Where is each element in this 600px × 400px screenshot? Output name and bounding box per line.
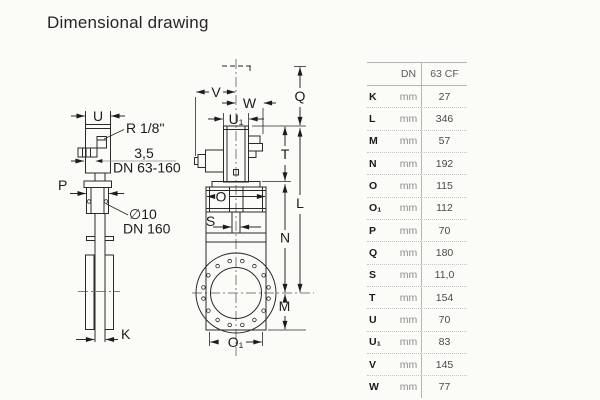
dim-label: O₁ bbox=[369, 202, 382, 215]
dim-unit: mm bbox=[399, 224, 418, 237]
label-v: V bbox=[211, 84, 221, 100]
dim-value: 70 bbox=[421, 220, 467, 242]
side-bonnet bbox=[86, 187, 109, 214]
label-r-port: R 1/8" bbox=[126, 120, 164, 136]
dim-value: 77 bbox=[421, 376, 467, 398]
dim-label: V bbox=[369, 358, 377, 371]
side-body-column bbox=[78, 213, 120, 342]
dim-unit: mm bbox=[399, 157, 418, 170]
dim-unit: mm bbox=[399, 381, 418, 394]
dim-label: N bbox=[369, 157, 377, 170]
label-k: K bbox=[121, 326, 131, 342]
table-header-row: DN 63 CF bbox=[367, 63, 467, 86]
dim-unit: mm bbox=[399, 180, 418, 193]
label-q: Q bbox=[295, 88, 306, 104]
label-w: W bbox=[243, 95, 257, 111]
dim-unit: mm bbox=[399, 291, 418, 304]
dim-unit: mm bbox=[399, 358, 418, 371]
dim-label: U₁ bbox=[369, 336, 381, 349]
label-u: U bbox=[93, 108, 103, 124]
dim-label: P bbox=[369, 224, 377, 237]
front-air-connection bbox=[194, 149, 224, 173]
dim-label: W bbox=[369, 381, 379, 394]
header-unit-col: DN bbox=[400, 68, 417, 80]
dim-label: O bbox=[369, 180, 378, 193]
dim-value: 154 bbox=[421, 287, 467, 309]
dim-unit: mm bbox=[399, 135, 418, 148]
dim-label: Q bbox=[369, 247, 378, 260]
dim-label: K bbox=[369, 90, 377, 103]
dim-unit: mm bbox=[399, 247, 418, 260]
dim-value: 57 bbox=[421, 130, 467, 153]
side-actuator-housing bbox=[77, 124, 111, 174]
dim-unit: mm bbox=[399, 314, 418, 327]
front-view bbox=[192, 59, 314, 356]
dim-value: 70 bbox=[421, 309, 467, 331]
front-position-indicator bbox=[248, 135, 263, 158]
dim-value: 346 bbox=[421, 108, 467, 130]
flange-bolt-holes bbox=[201, 258, 271, 328]
side-dim-u bbox=[71, 111, 125, 124]
dim-unit: mm bbox=[399, 90, 418, 103]
dim-label: S bbox=[369, 269, 377, 282]
label-gate-thickness: 3,5 bbox=[134, 145, 154, 161]
label-l: L bbox=[296, 195, 304, 211]
front-stroke-indicator bbox=[222, 65, 252, 71]
label-m: M bbox=[279, 298, 291, 314]
dim-unit: mm bbox=[399, 269, 418, 282]
dim-value: 115 bbox=[421, 175, 467, 197]
label-p: P bbox=[58, 177, 67, 193]
dim-label: T bbox=[369, 291, 376, 304]
header-dim-col bbox=[367, 63, 396, 85]
side-neck bbox=[83, 173, 112, 188]
side-view bbox=[70, 111, 176, 342]
page-title: Dimensional drawing bbox=[47, 13, 209, 32]
label-t: T bbox=[281, 146, 290, 162]
dim-value: 11,0 bbox=[421, 264, 467, 287]
label-hole-range: DN 160 bbox=[123, 221, 171, 237]
front-centerlines bbox=[192, 59, 314, 356]
dim-value: 83 bbox=[421, 331, 467, 354]
dim-label: L bbox=[369, 113, 376, 126]
label-gate-range: DN 63-160 bbox=[113, 160, 181, 176]
dim-label: M bbox=[369, 135, 378, 148]
dim-value: 112 bbox=[421, 197, 467, 220]
dim-unit: mm bbox=[399, 113, 418, 126]
label-n: N bbox=[280, 230, 290, 246]
dim-value: 145 bbox=[421, 354, 467, 376]
dim-value: 180 bbox=[421, 242, 467, 264]
hole-leader bbox=[106, 203, 129, 216]
dim-unit: mm bbox=[399, 202, 418, 215]
label-o1: O₁ bbox=[228, 334, 244, 350]
label-o: O bbox=[216, 189, 227, 205]
label-u1: U₁ bbox=[229, 111, 244, 127]
label-s: S bbox=[206, 213, 215, 229]
front-extension-lines bbox=[195, 66, 306, 346]
dim-value: 192 bbox=[421, 153, 467, 175]
header-size-col: 63 CF bbox=[421, 63, 467, 85]
dim-value: 27 bbox=[421, 86, 467, 108]
label-hole-dia: ∅10 bbox=[129, 206, 157, 222]
r-port-leader bbox=[103, 129, 125, 140]
front-flange bbox=[195, 241, 277, 334]
dim-label: U bbox=[369, 314, 377, 327]
dim-unit: mm bbox=[399, 336, 418, 349]
